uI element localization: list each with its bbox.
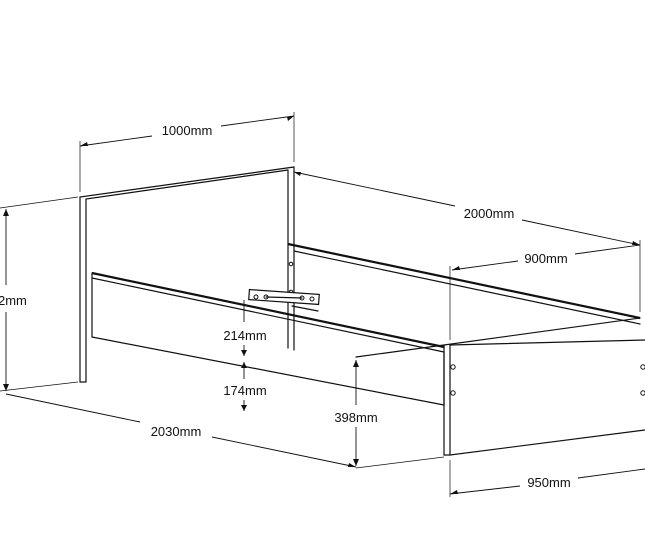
dimension-side-length: 2000mm (293, 171, 641, 312)
label-overall-length: 2030mm (151, 424, 202, 439)
dimension-footboard-height: 398mm (334, 360, 378, 466)
label-footboard-height: 398mm (334, 410, 377, 425)
dimension-overall-width: 950mm (449, 460, 645, 497)
far-side-rail (287, 242, 641, 325)
label-inner-width: 900mm (524, 251, 567, 266)
dimension-rail-gaps: 214mm 174mm (223, 300, 267, 411)
dimension-overall-length: 2030mm (0, 381, 445, 469)
label-rail-upper-gap: 214mm (223, 328, 266, 343)
label-headboard-width: 1000mm (162, 123, 213, 138)
footboard (355, 317, 645, 456)
label-side-length: 2000mm (464, 206, 515, 221)
dimension-headboard-height: 2mm (0, 196, 79, 391)
dimension-headboard-width: 1000mm (79, 112, 295, 192)
center-support-bracket (248, 288, 320, 312)
near-side-rail (91, 271, 445, 406)
label-headboard-height: 2mm (0, 293, 27, 308)
dimension-inner-width: 900mm (449, 244, 641, 340)
label-overall-width: 950mm (527, 475, 570, 490)
label-rail-lower-gap: 174mm (223, 383, 266, 398)
headboard (79, 166, 295, 383)
